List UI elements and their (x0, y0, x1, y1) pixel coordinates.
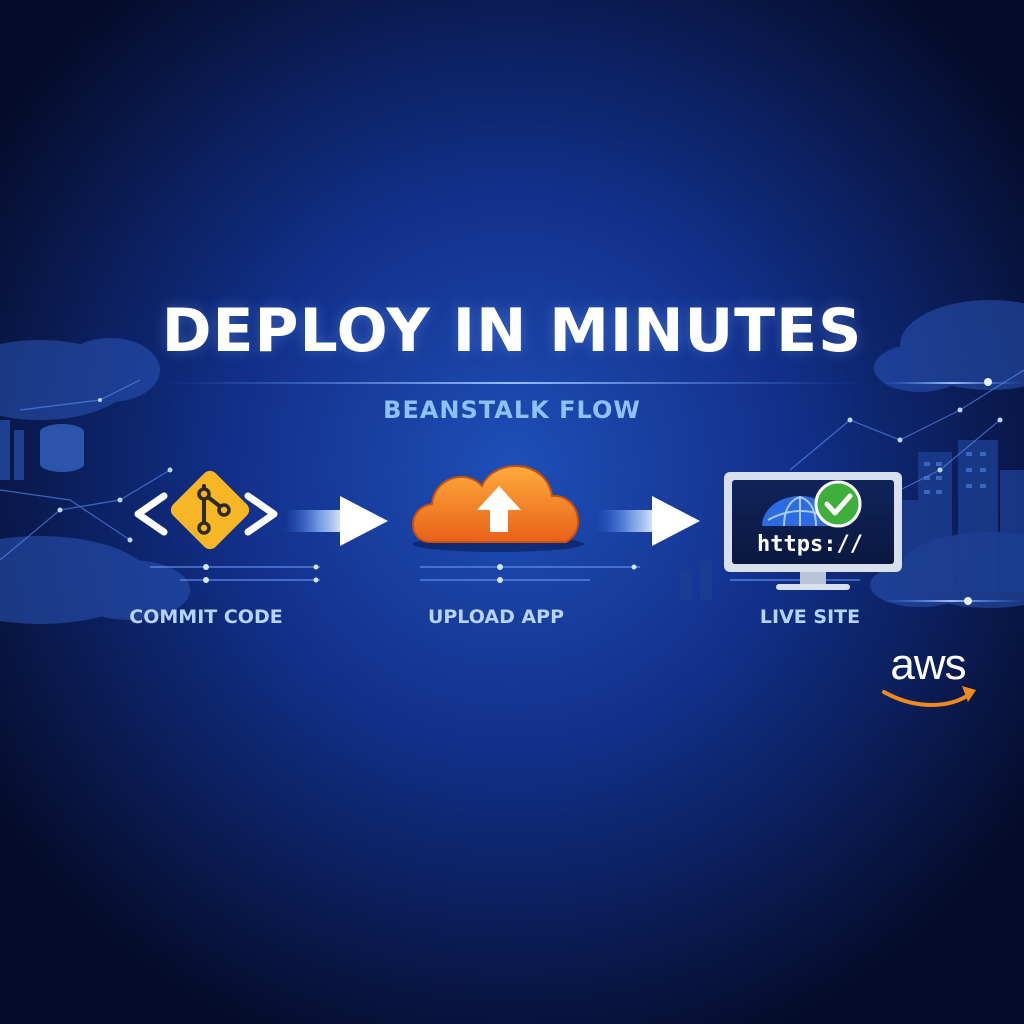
bottom-glow-line (880, 600, 1024, 602)
step-label-live-site: LIVE SITE (759, 606, 861, 628)
step-label-upload-app: UPLOAD APP (427, 606, 565, 628)
page-title: DEPLOY IN MINUTES (161, 296, 863, 366)
monitor-url-text: https:// (757, 532, 863, 557)
glow-spark-right (984, 378, 992, 386)
glow-spark-bottom (964, 597, 972, 605)
check-icon (814, 480, 862, 528)
right-glow-line (880, 382, 1024, 384)
building-windows-decoration (924, 452, 986, 494)
server-rack-decoration (0, 420, 24, 480)
aws-smile-arrow (962, 686, 976, 702)
git-code-icon (134, 470, 278, 550)
database-icon (40, 424, 84, 472)
flow-arrow-2 (596, 496, 700, 546)
aws-logo: aws (890, 640, 966, 689)
network-nodes-left (57, 398, 173, 543)
monitor-globe-check-icon (724, 472, 902, 590)
cloud-upload-icon (412, 465, 584, 552)
title-divider-line (160, 382, 864, 384)
flow-arrow-1 (284, 496, 388, 546)
page-subtitle: BEANSTALK FLOW (383, 396, 641, 424)
timeline-track (150, 564, 860, 583)
city-buildings-decoration (680, 440, 1024, 600)
network-nodes-right (847, 407, 1003, 473)
step-label-commit-code: COMMIT CODE (129, 606, 283, 628)
aws-smile-icon (882, 690, 972, 707)
